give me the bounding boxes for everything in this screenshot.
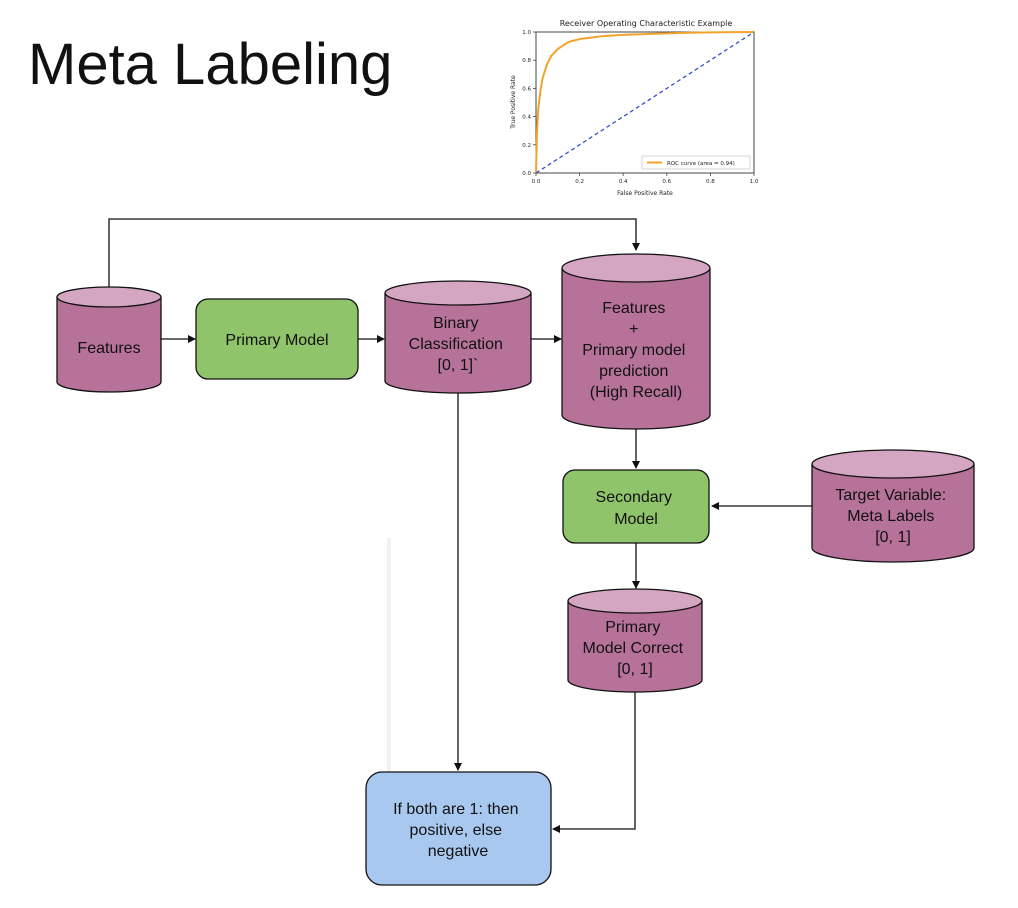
decision-rule-label: If both are 1: then positive, else negat… — [393, 801, 523, 860]
roc-legend-box — [641, 155, 751, 170]
roc-xlabel: False Positive Rate — [617, 190, 673, 197]
features-store-label: Features — [77, 340, 140, 357]
combined-features-store: Features + Primary model prediction (Hig… — [561, 253, 711, 430]
roc-y-ticks: 0.0 0.2 0.4 0.6 0.8 1.0 — [522, 30, 536, 177]
roc-legend-label: ROC curve (area = 0.94) — [667, 161, 735, 167]
binary-classification-store: Binary Classification [0, 1]` — [384, 280, 532, 394]
faint-divider — [387, 538, 391, 798]
roc-x-tick-label: 0.0 — [532, 179, 541, 185]
decision-rule: If both are 1: then positive, else negat… — [365, 771, 552, 886]
roc-chart-title: Receiver Operating Characteristic Exampl… — [560, 19, 733, 28]
roc-y-tick-label: 0.4 — [522, 115, 531, 121]
target-variable-label: Target Variable: Meta Labels [0, 1] — [835, 487, 950, 546]
primary-model: Primary Model — [195, 298, 359, 380]
connectors — [108, 218, 812, 833]
roc-ylabel: True Positive Rate — [510, 75, 517, 130]
combined-features-label: Features + Primary model prediction (Hig… — [582, 300, 690, 401]
primary-model-correct-label: Primary Model Correct [0, 1] — [583, 619, 688, 678]
primary-model-label: Primary Model — [225, 332, 328, 349]
secondary-model-label: Secondary Model — [596, 489, 677, 528]
roc-diagonal-line — [535, 31, 755, 174]
roc-y-tick-label: 0.0 — [522, 171, 531, 177]
connector-features-to-combined — [108, 218, 640, 288]
roc-lines — [535, 31, 755, 174]
roc-y-tick-label: 0.6 — [522, 86, 531, 92]
roc-x-tick-label: 0.8 — [706, 179, 715, 185]
page-title: Meta Labeling — [28, 32, 393, 97]
roc-x-tick-label: 0.4 — [619, 179, 628, 185]
primary-model-correct-store: Primary Model Correct [0, 1] — [567, 588, 703, 693]
secondary-model: Secondary Model — [562, 469, 710, 544]
connector-correct-to-decision — [552, 692, 636, 833]
roc-chart: Receiver Operating Characteristic Exampl… — [510, 19, 759, 197]
roc-x-tick-label: 0.2 — [575, 179, 584, 185]
roc-curve-line — [535, 31, 755, 174]
roc-y-tick-label: 0.2 — [522, 143, 531, 149]
binary-classification-label: Binary Classification [0, 1]` — [409, 315, 508, 374]
roc-y-tick-label: 0.8 — [522, 58, 531, 64]
features-store: Features — [56, 286, 162, 393]
roc-y-tick-label: 1.0 — [522, 30, 531, 36]
roc-x-tick-label: 0.6 — [662, 179, 671, 185]
roc-x-ticks: 0.0 0.2 0.4 0.6 0.8 1.0 — [532, 173, 759, 185]
roc-legend: ROC curve (area = 0.94) — [641, 155, 751, 170]
roc-x-tick-label: 1.0 — [750, 179, 759, 185]
target-variable-store: Target Variable: Meta Labels [0, 1] — [811, 449, 975, 563]
